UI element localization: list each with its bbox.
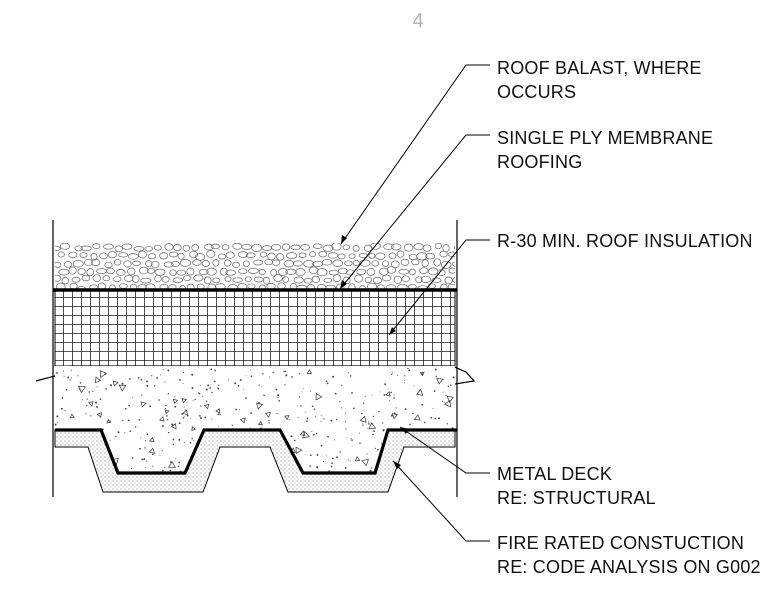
callout-fire-rated-line1: FIRE RATED CONSTUCTION bbox=[497, 533, 745, 553]
callout-insulation: R-30 MIN. ROOF INSULATION bbox=[497, 229, 753, 253]
metal-deck-line bbox=[55, 428, 457, 475]
callout-membrane-line2: ROOFING bbox=[497, 152, 583, 172]
callout-membrane: SINGLE PLY MEMBRANE ROOFING bbox=[497, 126, 713, 174]
arrowhead-membrane bbox=[340, 280, 347, 289]
roof-ballast-layer bbox=[55, 243, 455, 289]
leader-fire-rated bbox=[392, 460, 490, 542]
arrowhead-metal-deck bbox=[400, 427, 409, 434]
callout-metal-deck: METAL DECK RE: STRUCTURAL bbox=[497, 462, 656, 510]
callout-membrane-line1: SINGLE PLY MEMBRANE bbox=[497, 128, 714, 148]
arrowhead-insulation bbox=[389, 327, 396, 335]
callout-insulation-line1: R-30 MIN. ROOF INSULATION bbox=[497, 231, 753, 251]
arrowhead-roof-ballast bbox=[341, 235, 347, 244]
callout-fire-rated: FIRE RATED CONSTUCTION RE: CODE ANALYSIS… bbox=[497, 531, 760, 579]
callout-roof-ballast-line2: OCCURS bbox=[497, 82, 577, 102]
callout-metal-deck-line2: RE: STRUCTURAL bbox=[497, 488, 656, 508]
leader-metal-deck bbox=[399, 426, 490, 474]
callout-fire-rated-line2: RE: CODE ANALYSIS ON G002 bbox=[497, 557, 760, 577]
callout-metal-deck-line1: METAL DECK bbox=[497, 464, 613, 484]
leader-membrane bbox=[339, 134, 490, 290]
roof-insulation-layer bbox=[54, 290, 456, 367]
leader-insulation bbox=[388, 239, 490, 336]
callout-roof-ballast-line1: ROOF BALAST, WHERE bbox=[497, 58, 702, 78]
callout-roof-ballast: ROOF BALAST, WHERE OCCURS bbox=[497, 56, 702, 104]
arrowhead-fire-rated bbox=[393, 461, 401, 469]
detail-number: 4 bbox=[412, 10, 424, 32]
leader-roof-ballast bbox=[340, 64, 490, 245]
